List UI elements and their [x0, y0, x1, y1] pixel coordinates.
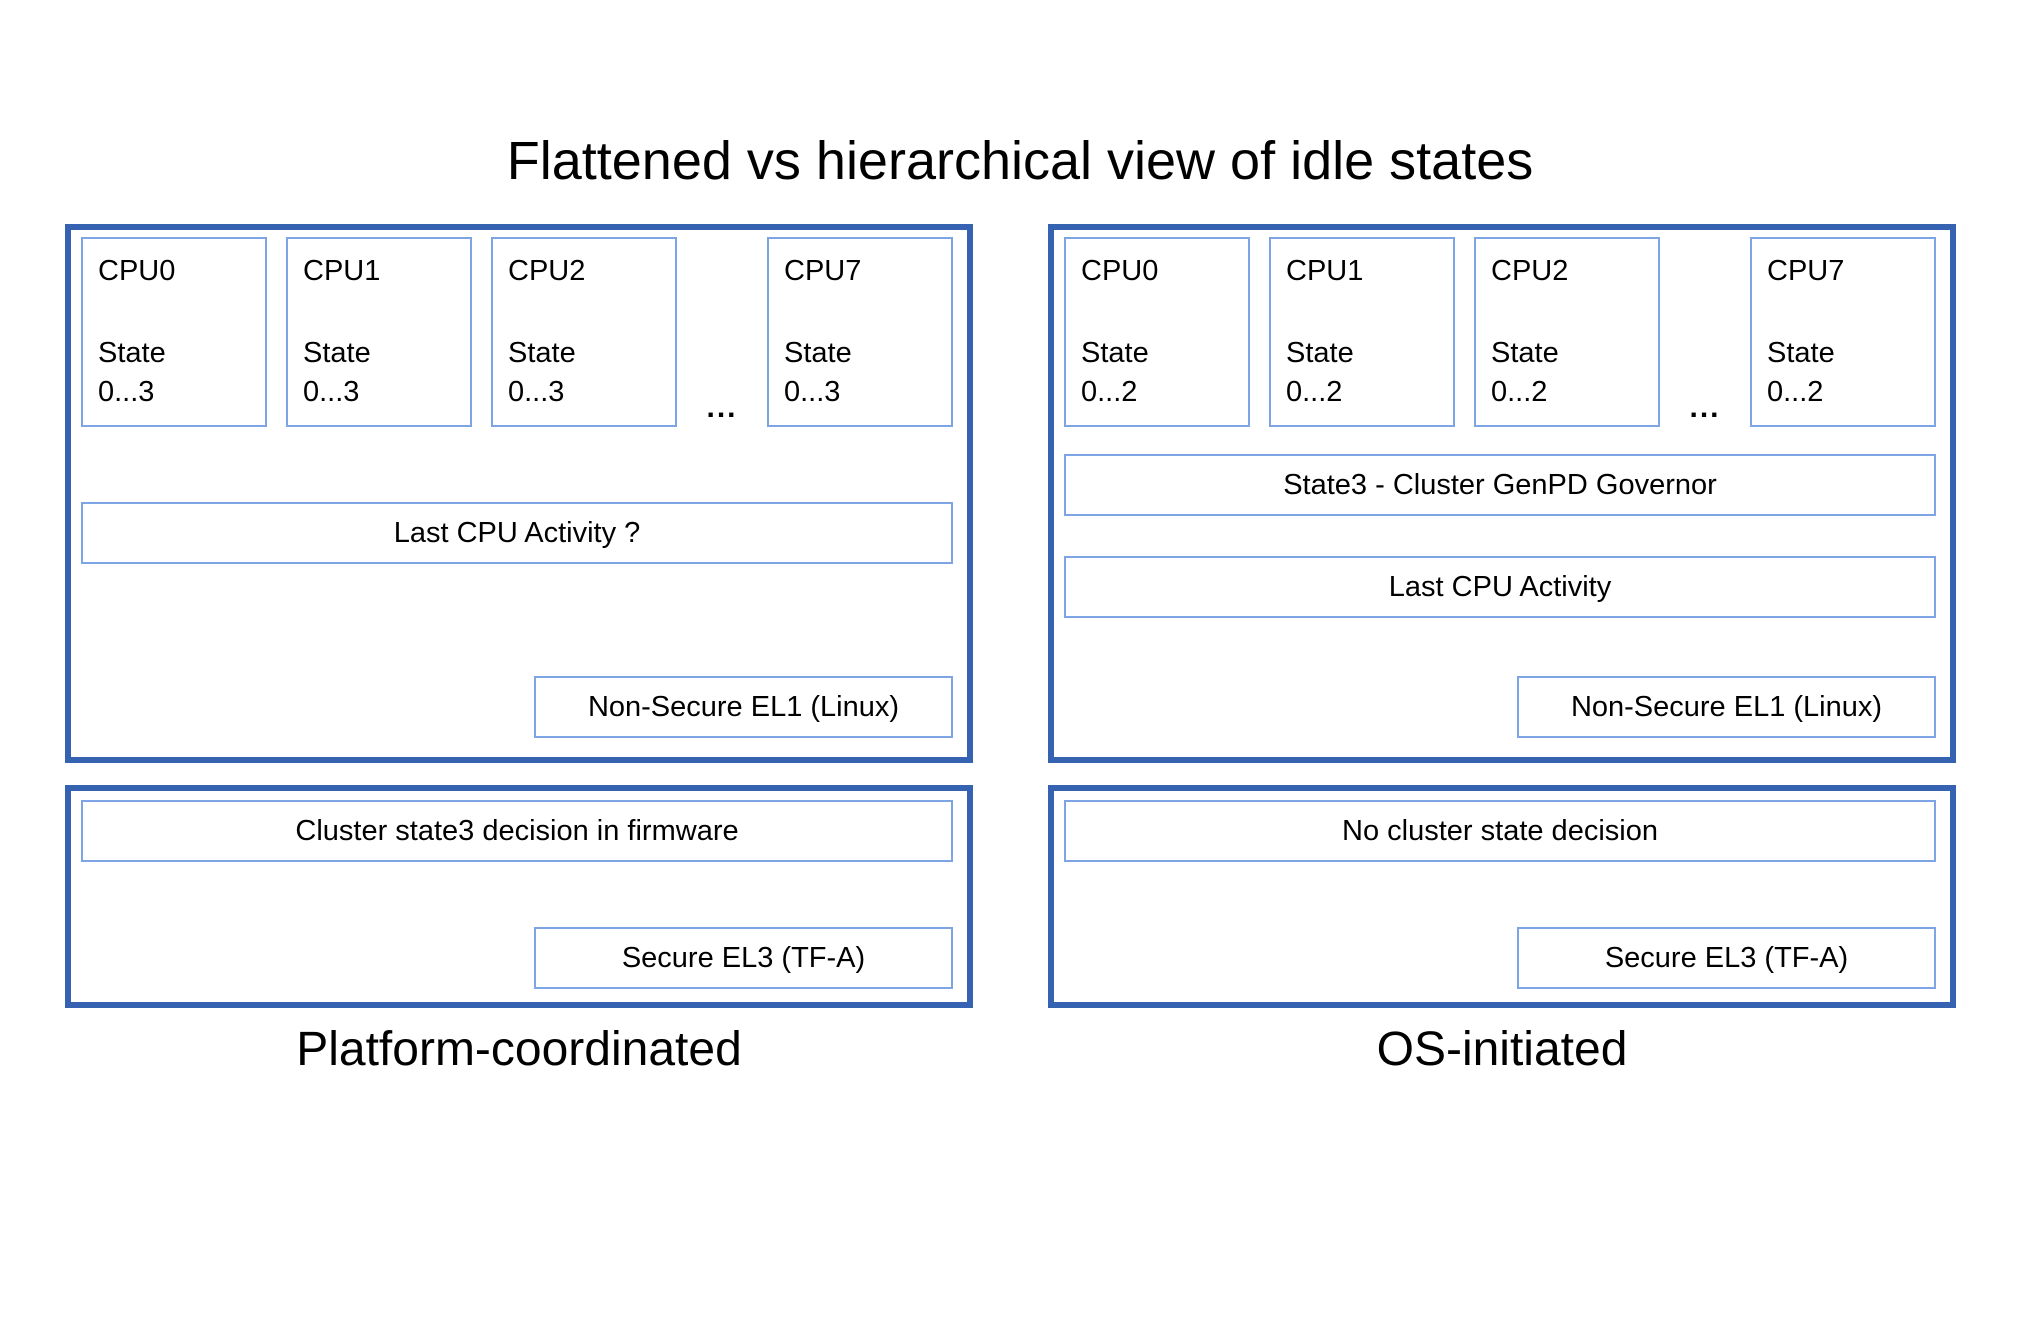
- panel-platform-secure: Cluster state3 decision in firmware Secu…: [65, 785, 973, 1008]
- state3-genpd-governor-box: State3 - Cluster GenPD Governor: [1064, 454, 1936, 516]
- no-cluster-decision-box: No cluster state decision: [1064, 800, 1936, 862]
- cpu-name: CPU2: [1491, 255, 1569, 287]
- cpu-name: CPU1: [1286, 255, 1364, 287]
- cpu-name: CPU0: [98, 255, 176, 287]
- caption-os-initiated: OS-initiated: [1376, 1023, 1628, 1076]
- cpu-ellipsis: ...: [706, 391, 738, 424]
- secure-el3-label-box: Secure EL3 (TF-A): [1517, 927, 1936, 989]
- cpu-name: CPU1: [303, 255, 381, 287]
- nonsecure-el1-label-box: Non-Secure EL1 (Linux): [1517, 676, 1936, 738]
- caption-platform-coordinated: Platform-coordinated: [296, 1023, 742, 1076]
- last-cpu-activity-box: Last CPU Activity: [1064, 556, 1936, 618]
- diagram-title: Flattened vs hierarchical view of idle s…: [506, 131, 1534, 191]
- nonsecure-el1-label-box: Non-Secure EL1 (Linux): [534, 676, 953, 738]
- secure-el3-label-box: Secure EL3 (TF-A): [534, 927, 953, 989]
- cpu-name: CPU2: [508, 255, 586, 287]
- cpu-name: CPU7: [1767, 255, 1845, 287]
- cpu-name: CPU0: [1081, 255, 1159, 287]
- last-cpu-activity-box: Last CPU Activity ?: [81, 502, 953, 564]
- panel-osi-secure: No cluster state decision Secure EL3 (TF…: [1048, 785, 1956, 1008]
- cpu-name: CPU7: [784, 255, 862, 287]
- cluster-decision-box: Cluster state3 decision in firmware: [81, 800, 953, 862]
- cpu-ellipsis: ...: [1689, 391, 1721, 424]
